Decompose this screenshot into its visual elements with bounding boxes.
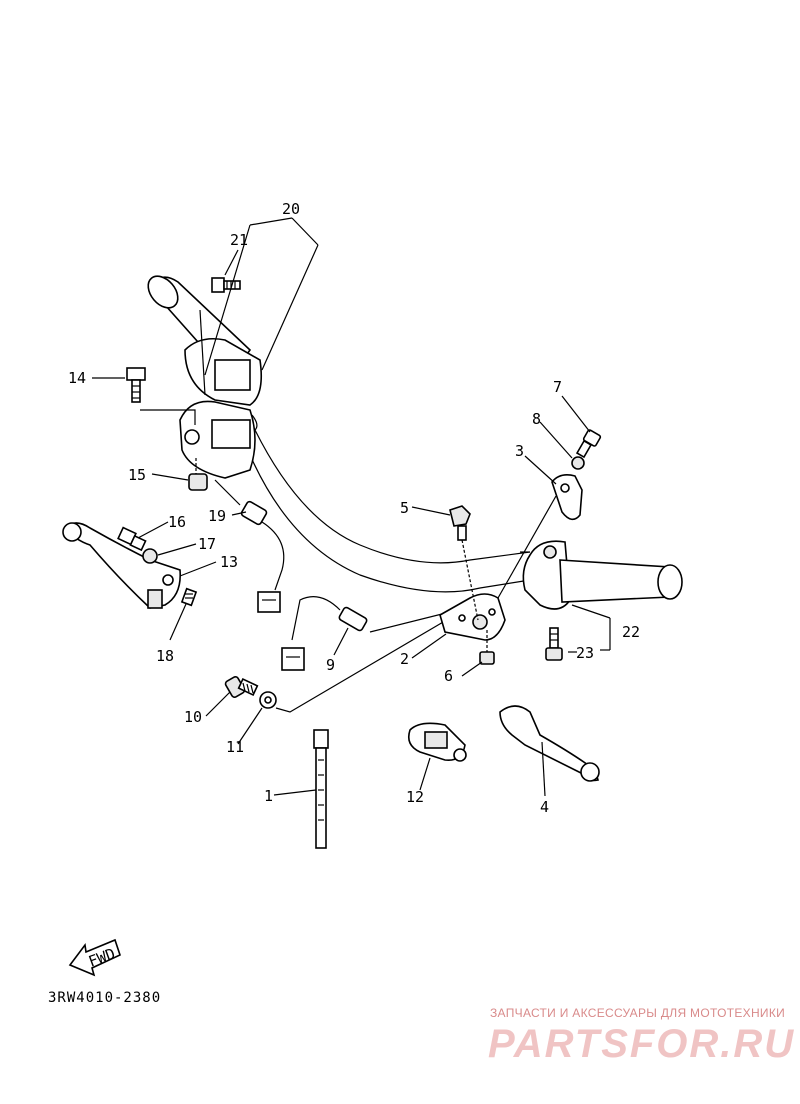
nut-6 (479, 630, 495, 665)
fwd-label: FWD (86, 945, 118, 971)
watermark-brand: PARTSFOR.RU (488, 1022, 796, 1066)
washer-8 (571, 456, 585, 470)
label-part-2: 2 (400, 650, 409, 668)
label-part-9: 9 (326, 656, 335, 674)
label-part-22: 22 (622, 623, 640, 641)
clutch-lever-13 (62, 522, 182, 609)
label-part-8: 8 (532, 410, 541, 428)
label-part-16: 16 (168, 513, 186, 531)
screw-23 (545, 627, 563, 661)
label-part-7: 7 (553, 378, 562, 396)
brake-lever-4 (499, 705, 600, 782)
label-part-4: 4 (540, 798, 549, 816)
label-part-18: 18 (156, 647, 174, 665)
label-part-5: 5 (400, 499, 409, 517)
bracket-12 (407, 722, 467, 762)
label-part-15: 15 (128, 466, 146, 484)
label-part-10: 10 (184, 708, 202, 726)
label-part-20: 20 (282, 200, 300, 218)
cable-tie-1 (313, 729, 329, 849)
nut-15 (188, 458, 208, 491)
label-part-19: 19 (208, 507, 226, 525)
label-part-13: 13 (220, 553, 238, 571)
screw-18 (180, 587, 198, 607)
left-switch-housing (184, 309, 263, 406)
nut-11 (259, 617, 451, 713)
screw-7 (575, 429, 602, 459)
label-part-17: 17 (198, 535, 216, 553)
drawing-code: 3RW4010-2380 (48, 990, 162, 1006)
leader-lines (92, 217, 611, 797)
left-lever-bracket (179, 400, 256, 479)
label-part-1: 1 (264, 787, 273, 805)
clamp-3 (497, 474, 583, 599)
handlebar (249, 414, 531, 593)
bolt-21 (211, 277, 241, 293)
throttle-assembly-22 (522, 540, 683, 610)
holder-2 (439, 593, 506, 641)
label-part-14: 14 (68, 369, 86, 387)
part-labels: 20 21 14 15 19 16 17 13 18 7 8 3 5 9 2 6… (68, 200, 640, 816)
label-part-12: 12 (406, 788, 424, 806)
watermark-tagline: ЗАПЧАСТИ И АКСЕССУАРЫ ДЛЯ МОТОТЕХНИКИ (490, 1006, 786, 1020)
nut-17 (142, 548, 158, 564)
label-part-23: 23 (576, 644, 594, 662)
bolt-14 (126, 367, 196, 425)
bolt-5 (449, 505, 479, 621)
label-part-21: 21 (230, 231, 248, 249)
fwd-arrow-icon: FWD (68, 938, 121, 977)
label-part-3: 3 (515, 442, 524, 460)
brake-switch-9 (281, 596, 451, 671)
label-part-6: 6 (444, 667, 453, 685)
bolt-16 (117, 526, 147, 552)
label-part-11: 11 (226, 738, 244, 756)
clutch-switch-19 (214, 479, 285, 613)
bolt-10 (224, 676, 259, 698)
